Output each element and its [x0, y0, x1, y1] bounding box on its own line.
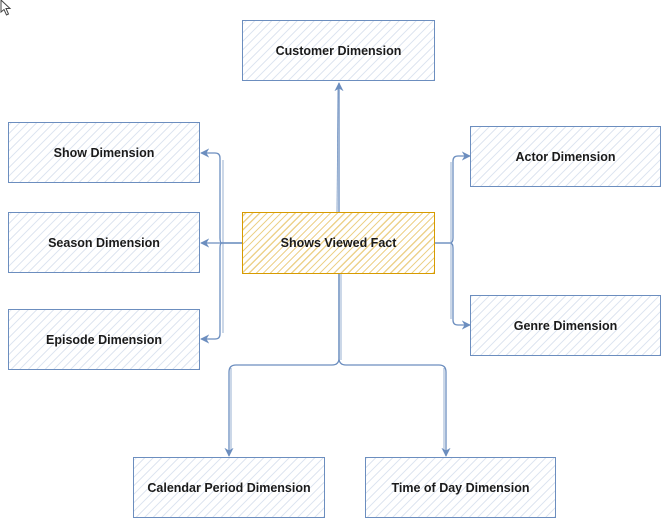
calendar-period-dimension-label: Calendar Period Dimension: [147, 480, 311, 495]
customer-dimension-label: Customer Dimension: [275, 43, 402, 58]
actor-dimension-label: Actor Dimension: [515, 149, 616, 164]
calendar-period-dimension-node[interactable]: Calendar Period Dimension: [133, 457, 325, 518]
genre-dimension-label: Genre Dimension: [513, 318, 618, 333]
time-of-day-dimension-node[interactable]: Time of Day Dimension: [365, 457, 556, 518]
edge-fact-to-genre: [435, 242, 471, 330]
edge-fact-to-episode: [200, 242, 242, 344]
show-dimension-label: Show Dimension: [53, 145, 155, 160]
edge-fact-to-actor: [435, 151, 471, 244]
episode-dimension-label: Episode Dimension: [46, 332, 162, 347]
shows-viewed-fact-node[interactable]: Shows Viewed Fact: [242, 212, 435, 274]
episode-dimension-node[interactable]: Episode Dimension: [8, 309, 200, 370]
genre-dimension-node[interactable]: Genre Dimension: [470, 295, 661, 356]
mouse-pointer-icon: [0, 0, 12, 16]
edge-fact-to-time-of-day: [338, 274, 451, 457]
edge-fact-to-calendar-period: [224, 274, 340, 457]
shows-viewed-fact-label: Shows Viewed Fact: [280, 236, 397, 250]
show-dimension-node[interactable]: Show Dimension: [8, 122, 200, 183]
actor-dimension-node[interactable]: Actor Dimension: [470, 126, 661, 187]
season-dimension-node[interactable]: Season Dimension: [8, 212, 200, 273]
customer-dimension-node[interactable]: Customer Dimension: [242, 20, 435, 81]
edge-fact-to-show: [200, 148, 242, 244]
time-of-day-dimension-label: Time of Day Dimension: [391, 480, 530, 495]
season-dimension-label: Season Dimension: [48, 235, 160, 250]
